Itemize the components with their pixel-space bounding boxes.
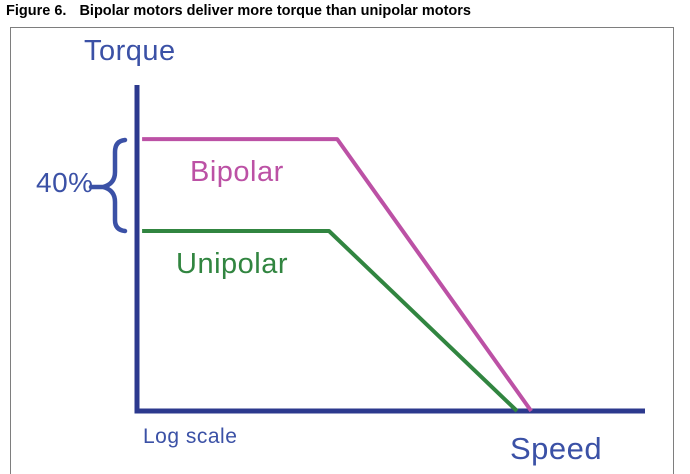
- series-line-bipolar: [142, 137, 533, 413]
- series-label-unipolar: Unipolar: [176, 248, 288, 280]
- figure-caption: Bipolar motors deliver more torque than …: [79, 3, 471, 19]
- series-line-unipolar: [142, 229, 519, 413]
- series-label-bipolar: Bipolar: [190, 156, 284, 188]
- figure-frame: [10, 27, 674, 474]
- y-axis-label: Torque: [84, 35, 176, 67]
- figure-title: Figure 6. Bipolar motors deliver more tor…: [6, 3, 471, 19]
- figure-number: Figure 6.: [6, 3, 67, 19]
- brace-40-percent-icon: [88, 137, 128, 234]
- x-axis-label: Speed: [510, 431, 603, 466]
- annotation-40pct: 40%: [36, 167, 94, 198]
- x-axis-scale-note: Log scale: [143, 425, 238, 448]
- series-lines: [142, 137, 533, 413]
